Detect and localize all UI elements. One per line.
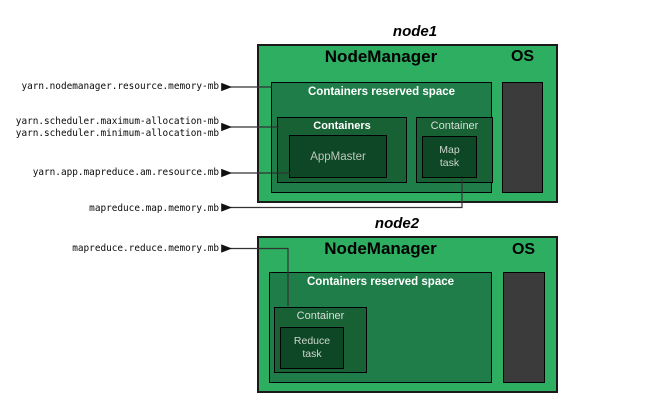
node2-reduce-task-label-line2: task: [302, 348, 322, 360]
node2-container-label: Container: [296, 310, 345, 322]
node1-os-label: OS: [510, 48, 535, 65]
node1-map-task-label-line1: Map: [439, 144, 460, 156]
node1-title: node1: [392, 23, 438, 40]
node2-reduce-task-box: Reduce task: [280, 327, 344, 369]
config-label-scheduler-maximum-allocation: yarn.scheduler.maximum-allocation-mb: [15, 116, 219, 127]
node1-map-task-box: Map task: [422, 136, 477, 178]
config-label-am-resource: yarn.app.mapreduce.am.resource.mb: [32, 167, 219, 178]
config-label-map-memory: mapreduce.map.memory.mb: [89, 203, 219, 214]
node1-containers-reserved-space-label: Containers reserved space: [307, 86, 456, 98]
node1-os-memory-rect: [502, 82, 543, 193]
node1-appmaster-label: AppMaster: [310, 150, 366, 163]
node2-os-label: OS: [511, 241, 536, 258]
node1-appmaster-box: AppMaster: [289, 135, 387, 178]
node2-title: node2: [374, 215, 420, 232]
node2-containers-reserved-space-label: Containers reserved space: [306, 276, 455, 288]
config-label-nodemanager-resource-memory: yarn.nodemanager.resource.memory-mb: [21, 81, 219, 92]
node1-container-label: Container: [430, 120, 479, 132]
config-label-reduce-memory: mapreduce.reduce.memory.mb: [72, 243, 219, 254]
node1-nodemanager-label: NodeManager: [324, 47, 438, 66]
node1-containers-label: Containers: [313, 120, 371, 132]
config-label-scheduler-minimum-allocation: yarn.scheduler.minimum-allocation-mb: [15, 127, 219, 139]
node2-nodemanager-label: NodeManager: [324, 239, 437, 258]
node2-os-memory-rect: [503, 272, 545, 383]
node2-reduce-task-label-line1: Reduce: [293, 335, 331, 347]
node1-map-task-label-line2: task: [439, 157, 460, 169]
